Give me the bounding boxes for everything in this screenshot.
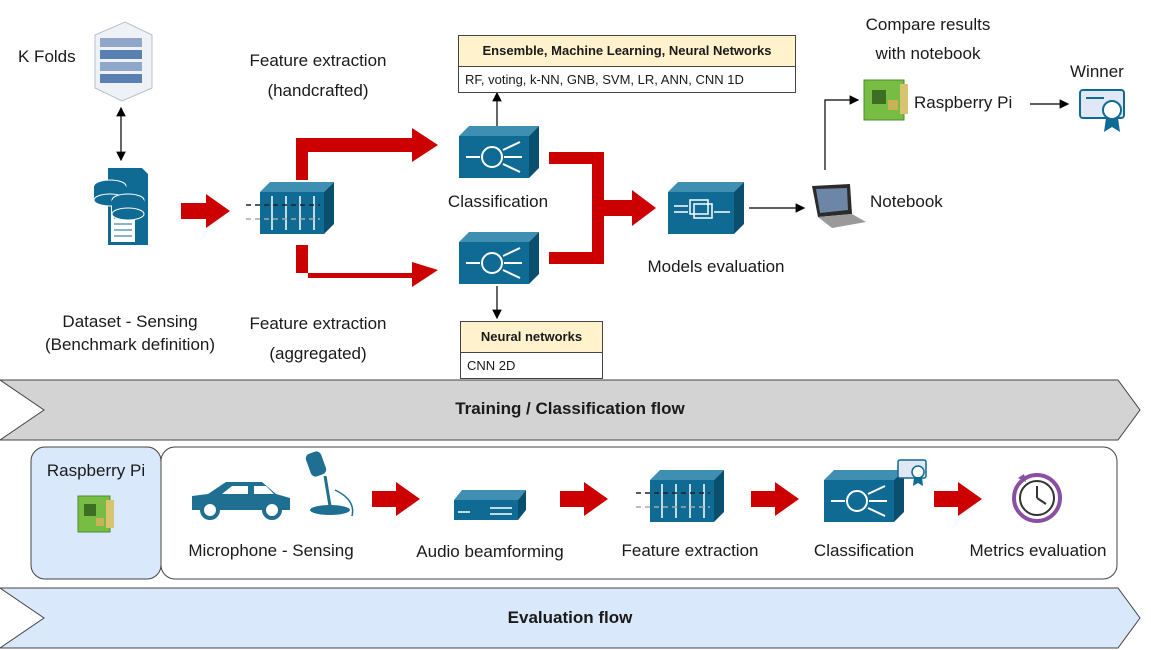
models-evaluation-label: Models evaluation [647,257,785,276]
kfolds-label: K Folds [18,47,76,66]
connector-raspberry [824,95,860,170]
compare-line2: with notebook [875,43,981,63]
notebook-label: Notebook [870,192,943,211]
compare-label: Compare results with notebook [848,11,1008,69]
raspberry-pi-icon [863,79,908,121]
laptop-icon [812,184,866,228]
evaluation-flow-label: Evaluation flow [507,608,633,627]
red-arrow-up-icon [296,128,438,180]
dataset-label-line1: Dataset - Sensing [62,312,198,331]
models-evaluation-icon [668,182,744,234]
database-icon [93,168,148,245]
dataset-label: Dataset - Sensing (Benchmark definition) [30,311,230,357]
training-flow-band [0,379,1141,441]
fe-handcrafted-line2: (handcrafted) [267,80,369,100]
red-arrow-icon [372,482,420,516]
classifier-icon-lower [459,232,539,284]
nn-info-box: Neural networks CNN 2D [460,321,603,379]
ensemble-box-title: Ensemble, Machine Learning, Neural Netwo… [459,36,795,67]
beamforming-device-icon [454,490,526,520]
raspberry-pi-icon-bottom [77,495,114,533]
winner-label: Winner [1070,62,1124,81]
ensemble-info-box: Ensemble, Machine Learning, Neural Netwo… [458,35,796,93]
red-arrow-icon [560,482,608,516]
bottom-raspberry-pi-label: Raspberry Pi [46,461,146,480]
dataset-label-line2: (Benchmark definition) [44,334,216,354]
car-icon [192,482,290,520]
metrics-label: Metrics evaluation [969,541,1107,560]
red-arrow-icon [934,482,982,516]
evaluation-flow-band [0,587,1141,649]
feature-extraction-label: Feature extraction [621,541,759,560]
classifier-icon-bottom [824,459,927,522]
server-rack-icon [94,21,153,102]
classifier-icon-upper [459,126,539,178]
red-arrow-icon [181,194,230,228]
feature-extraction-icon [246,182,334,234]
red-arrow-icon [751,482,799,516]
fe-aggregated-line2: (aggregated) [269,343,367,363]
compare-line1: Compare results [865,15,991,34]
nn-box-body: CNN 2D [467,358,516,373]
classification-label: Classification [447,192,549,211]
fe-handcrafted-line1: Feature extraction [249,51,387,70]
fe-aggregated-label: Feature extraction (aggregated) [228,309,408,369]
red-merge-arrow-icon [549,152,656,264]
microphone-label: Microphone - Sensing [188,541,354,560]
red-arrow-down-icon [296,245,438,287]
certificate-icon [1079,89,1125,132]
ensemble-box-body: RF, voting, k-NN, GNB, SVM, LR, ANN, CNN… [465,72,744,87]
beamforming-label: Audio beamforming [416,542,564,561]
stopwatch-icon [1012,473,1062,523]
microphone-icon [305,451,354,517]
training-flow-label: Training / Classification flow [455,399,685,418]
fe-handcrafted-label: Feature extraction (handcrafted) [228,46,408,106]
nn-box-title: Neural networks [461,322,602,353]
fe-aggregated-line1: Feature extraction [249,314,387,333]
bottom-classification-label: Classification [813,541,915,560]
raspberry-pi-label: Raspberry Pi [914,93,1013,112]
feature-extraction-icon-bottom [636,470,724,522]
